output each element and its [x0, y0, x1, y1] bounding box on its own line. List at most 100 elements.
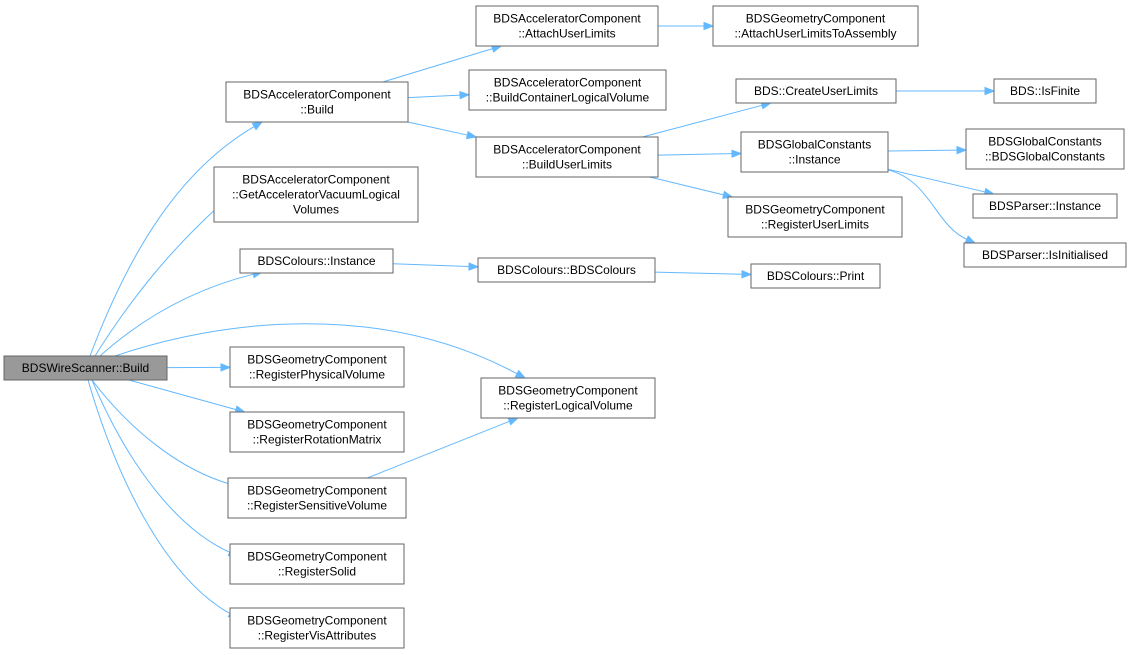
node-label-line: ::RegisterSolid [278, 565, 356, 579]
edge-line [887, 168, 986, 193]
node-box [229, 607, 405, 649]
edge-arrowhead [703, 21, 715, 31]
edge-line [114, 323, 518, 375]
edge-root-to-geo_reg_log [114, 323, 527, 379]
node-geo-reg-vis[interactable]: BDSGeometryComponent::RegisterVisAttribu… [229, 607, 405, 649]
node-label-line: BDS::CreateUserLimits [754, 84, 878, 98]
edges-layer [87, 21, 996, 619]
edge-line [649, 176, 724, 196]
node-col-ctor[interactable]: BDSColours::BDSColours [477, 257, 656, 283]
edge-arrowhead [741, 269, 753, 279]
edge-line [407, 94, 461, 99]
node-label-line: BDSColours::BDSColours [497, 263, 636, 277]
edge-arrowhead [984, 86, 996, 96]
edge-line [128, 379, 237, 411]
node-label-line: ::RegisterUserLimits [761, 218, 869, 232]
node-box [727, 196, 903, 238]
node-geo-reg-phys[interactable]: BDSGeometryComponent::RegisterPhysicalVo… [229, 346, 405, 388]
edge-arrowhead [964, 235, 977, 244]
edge-line [382, 48, 493, 83]
node-geo-reg-solid[interactable]: BDSGeometryComponent::RegisterSolid [229, 543, 405, 585]
edge-arrowhead [514, 369, 527, 379]
edge-acc_buildul-to-geo_reg_ul [649, 176, 734, 199]
edge-root-to-geo_reg_sens [91, 379, 242, 489]
edge-root-to-geo_reg_rot [128, 379, 246, 414]
edge-arrowhead [468, 262, 480, 271]
node-label-line: BDSAcceleratorComponent [243, 88, 391, 102]
node-label-line: BDSGeometryComponent [247, 418, 387, 432]
node-box [965, 128, 1125, 170]
edge-root-to-col_instance [99, 270, 264, 357]
edge-line [887, 169, 967, 240]
node-box [972, 193, 1118, 219]
edge-acc_build-to-acc_container [407, 90, 471, 100]
node-label-line: ::AttachUserLimitsToAssembly [734, 27, 896, 41]
edge-root-to-acc_build [89, 121, 264, 357]
edge-col_instance-to-col_ctor [392, 262, 480, 271]
edge-line [887, 149, 958, 152]
node-label-line: BDSAcceleratorComponent [493, 143, 641, 157]
node-label-line: ::BuildContainerLogicalVolume [486, 91, 650, 105]
node-label-line: ::RegisterPhysicalVolume [249, 368, 385, 382]
edge-line [367, 420, 510, 479]
edge-arrowhead [459, 90, 471, 100]
node-box [480, 377, 656, 419]
edge-line [91, 379, 232, 486]
node-box [213, 166, 419, 223]
edge-line [87, 379, 231, 615]
node-label-line: ::Build [300, 103, 333, 117]
edge-line [407, 121, 468, 136]
node-box [740, 131, 889, 173]
node-acc-container[interactable]: BDSAcceleratorComponent::BuildContainerL… [468, 69, 667, 111]
node-acc-vacuum[interactable]: BDSAcceleratorComponent::GetAcceleratorV… [213, 166, 419, 223]
edge-line [392, 263, 470, 267]
node-acc-build[interactable]: BDSAcceleratorComponent::Build [225, 81, 409, 123]
edge-acc_attach-to-geo_attach_asm [658, 21, 715, 31]
edge-acc_build-to-acc_buildul [407, 121, 478, 140]
node-geo-reg-log[interactable]: BDSGeometryComponent::RegisterLogicalVol… [480, 377, 656, 419]
nodes-layer: BDSWireScanner::Build BDSAcceleratorCompo… [3, 5, 1127, 649]
node-acc-buildul[interactable]: BDSAcceleratorComponent::BuildUserLimits [475, 136, 659, 178]
node-box [712, 5, 919, 47]
node-parser-instance[interactable]: BDSParser::Instance [972, 193, 1118, 219]
edge-gc_instance-to-parser_instance [887, 168, 996, 196]
node-label-line: BDSColours::Instance [257, 254, 375, 268]
node-gc-ctor[interactable]: BDSGlobalConstants::BDSGlobalConstants [965, 128, 1125, 170]
node-acc-attach[interactable]: BDSAcceleratorComponent::AttachUserLimit… [475, 5, 659, 47]
edge-arrowhead [220, 363, 232, 372]
node-label-line: BDSGlobalConstants [758, 138, 871, 152]
node-geo-reg-ul[interactable]: BDSGeometryComponent::RegisterUserLimits [727, 196, 903, 238]
node-label-line: BDSGeometryComponent [498, 384, 638, 398]
node-parser-isinit[interactable]: BDSParser::IsInitialised [963, 242, 1127, 268]
node-label-line: BDSParser::IsInitialised [982, 248, 1108, 262]
node-bds-isfinite[interactable]: BDS::IsFinite [993, 78, 1097, 104]
edge-arrowhead [731, 149, 743, 158]
node-label-line: ::RegisterLogicalVolume [503, 399, 633, 413]
node-gc-instance[interactable]: BDSGlobalConstants::Instance [740, 131, 889, 173]
node-geo-reg-rot[interactable]: BDSGeometryComponent::RegisterRotationMa… [229, 411, 405, 453]
node-label-line: ::BDSGlobalConstants [985, 150, 1105, 164]
edge-arrowhead [507, 417, 520, 426]
node-box [229, 346, 405, 388]
node-box [993, 78, 1097, 104]
edge-arrowhead [956, 145, 968, 155]
node-root: BDSWireScanner::Build [3, 355, 168, 381]
edge-col_ctor-to-col_print [654, 269, 753, 279]
node-label-line: ::RegisterVisAttributes [258, 629, 377, 643]
node-label-line: ::BuildUserLimits [522, 158, 612, 172]
node-label-line: BDSAcceleratorComponent [242, 173, 390, 187]
node-bds-create-ul[interactable]: BDS::CreateUserLimits [735, 78, 897, 104]
node-col-instance[interactable]: BDSColours::Instance [239, 248, 394, 274]
node-col-print[interactable]: BDSColours::Print [750, 263, 881, 289]
node-label-line: BDSColours::Print [767, 269, 865, 283]
node-box [239, 248, 394, 274]
node-box [468, 69, 667, 111]
node-geo-reg-sens[interactable]: BDSGeometryComponent::RegisterSensitiveV… [227, 477, 407, 519]
node-label-line: Volumes [293, 203, 339, 217]
node-geo-attach-asm[interactable]: BDSGeometryComponent::AttachUserLimitsTo… [712, 5, 919, 47]
node-label-line: BDSGeometryComponent [745, 203, 885, 217]
node-label-line: BDSWireScanner::Build [22, 361, 149, 375]
edge-gc_instance-to-gc_ctor [887, 145, 968, 155]
node-box [475, 136, 659, 178]
